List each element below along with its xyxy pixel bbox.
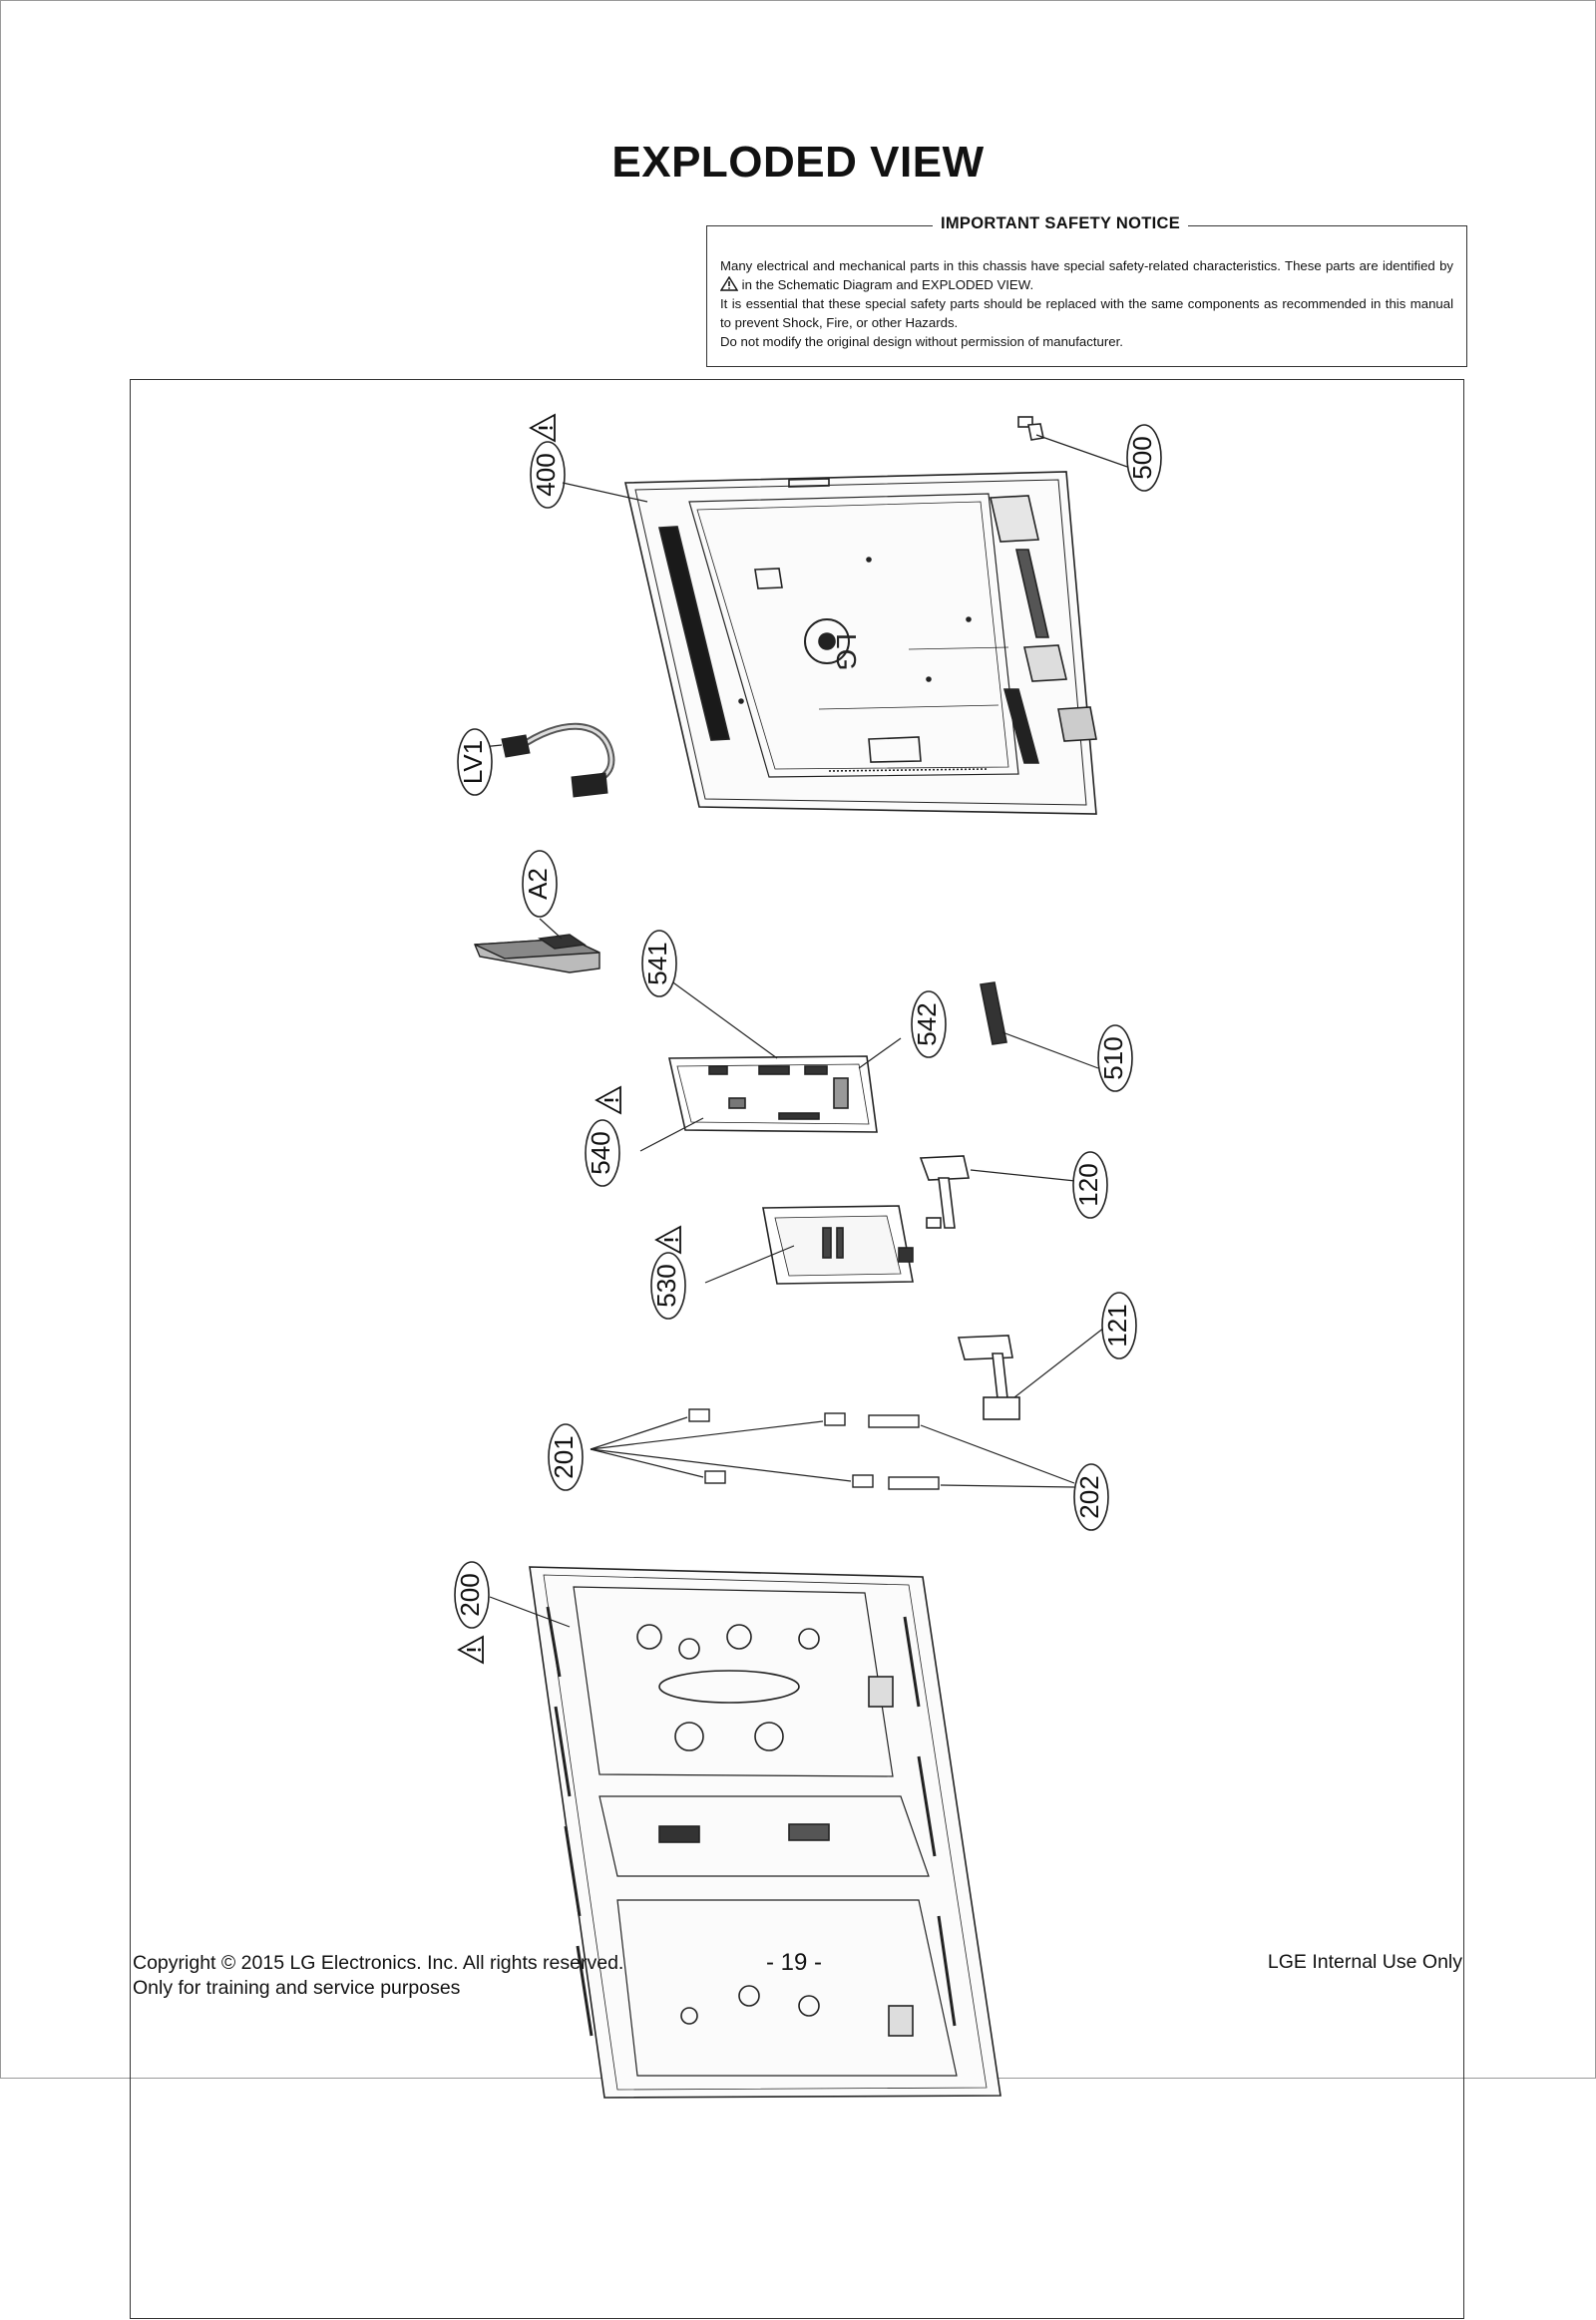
callout-510: 510 — [1097, 1024, 1133, 1092]
callout-200: 200 — [454, 1561, 490, 1665]
part-400-back-cover: LG — [624, 471, 1097, 815]
safety-notice-text-1a: Many electrical and mechanical parts in … — [720, 258, 1453, 273]
callout-542: 542 — [911, 990, 947, 1058]
safety-notice-paragraph-1: Many electrical and mechanical parts in … — [720, 256, 1453, 294]
part-121-bracket — [957, 1327, 1105, 1420]
safety-notice-box: IMPORTANT SAFETY NOTICE Many electrical … — [706, 214, 1467, 367]
safety-warning-icon — [529, 413, 557, 443]
callout-400-label: 400 — [531, 453, 561, 496]
safety-warning-icon — [654, 1225, 682, 1255]
callout-541-label: 541 — [642, 942, 672, 984]
footer-copyright: Copyright © 2015 LG Electronics. Inc. Al… — [133, 1952, 624, 1974]
footer-left: Copyright © 2015 LG Electronics. Inc. Al… — [133, 1951, 623, 2001]
callout-201-label: 201 — [549, 1435, 579, 1478]
callout-540-label: 540 — [586, 1131, 615, 1174]
callout-201: 201 — [548, 1423, 584, 1491]
part-510 — [980, 981, 1099, 1069]
callout-202: 202 — [1073, 1463, 1109, 1531]
callout-120: 120 — [1072, 1151, 1108, 1219]
callout-530-label: 530 — [651, 1264, 681, 1307]
callout-121: 121 — [1101, 1292, 1137, 1359]
part-120-bracket — [919, 1155, 1095, 1229]
callout-540: 540 — [585, 1085, 622, 1187]
callout-530: 530 — [650, 1225, 686, 1320]
callout-202-label: 202 — [1074, 1475, 1104, 1518]
safety-warning-icon — [595, 1085, 622, 1115]
page-title: EXPLODED VIEW — [611, 138, 985, 187]
safety-notice-paragraph-2: It is essential that these special safet… — [720, 296, 1453, 330]
part-500 — [1017, 416, 1131, 469]
warning-triangle-icon — [720, 276, 738, 291]
lg-logo-text: LG — [831, 633, 862, 670]
safety-notice-body: Many electrical and mechanical parts in … — [720, 256, 1453, 351]
callout-500-label: 500 — [1127, 436, 1157, 479]
exploded-view-drawing: LG — [454, 413, 1162, 2099]
footer-page-number: - 19 - — [766, 1949, 823, 1976]
part-540-main-board — [639, 979, 902, 1152]
part-201-brackets — [590, 1408, 874, 1488]
callout-542-label: 542 — [912, 1002, 942, 1045]
part-200-rear-frame — [489, 1566, 1001, 2099]
safety-warning-icon — [457, 1635, 485, 1665]
callout-lv1: LV1 — [457, 728, 493, 796]
exploded-view-diagram: LG — [130, 379, 1464, 2319]
footer-purpose: Only for training and service purposes — [133, 1977, 461, 1999]
part-202-brackets — [868, 1414, 1075, 1490]
footer-internal-use: LGE Internal Use Only — [1267, 1951, 1462, 1973]
safety-notice-heading: IMPORTANT SAFETY NOTICE — [933, 214, 1189, 233]
callout-a2-label: A2 — [523, 868, 553, 900]
part-lv1-cable — [481, 722, 615, 798]
part-530-power-board — [704, 1205, 914, 1285]
callout-a2: A2 — [522, 850, 558, 918]
callout-510-label: 510 — [1098, 1036, 1128, 1079]
callout-lv1-label: LV1 — [458, 740, 488, 784]
callout-120-label: 120 — [1073, 1163, 1103, 1206]
callout-200-label: 200 — [455, 1573, 485, 1616]
safety-notice-paragraph-3: Do not modify the original design withou… — [720, 334, 1123, 349]
callout-121-label: 121 — [1102, 1304, 1132, 1347]
part-a2-remote — [473, 918, 600, 973]
safety-notice-text-1b: in the Schematic Diagram and EXPLODED VI… — [741, 277, 1034, 292]
callout-500: 500 — [1126, 424, 1162, 492]
callout-400: 400 — [529, 413, 648, 509]
callout-541: 541 — [641, 930, 677, 997]
